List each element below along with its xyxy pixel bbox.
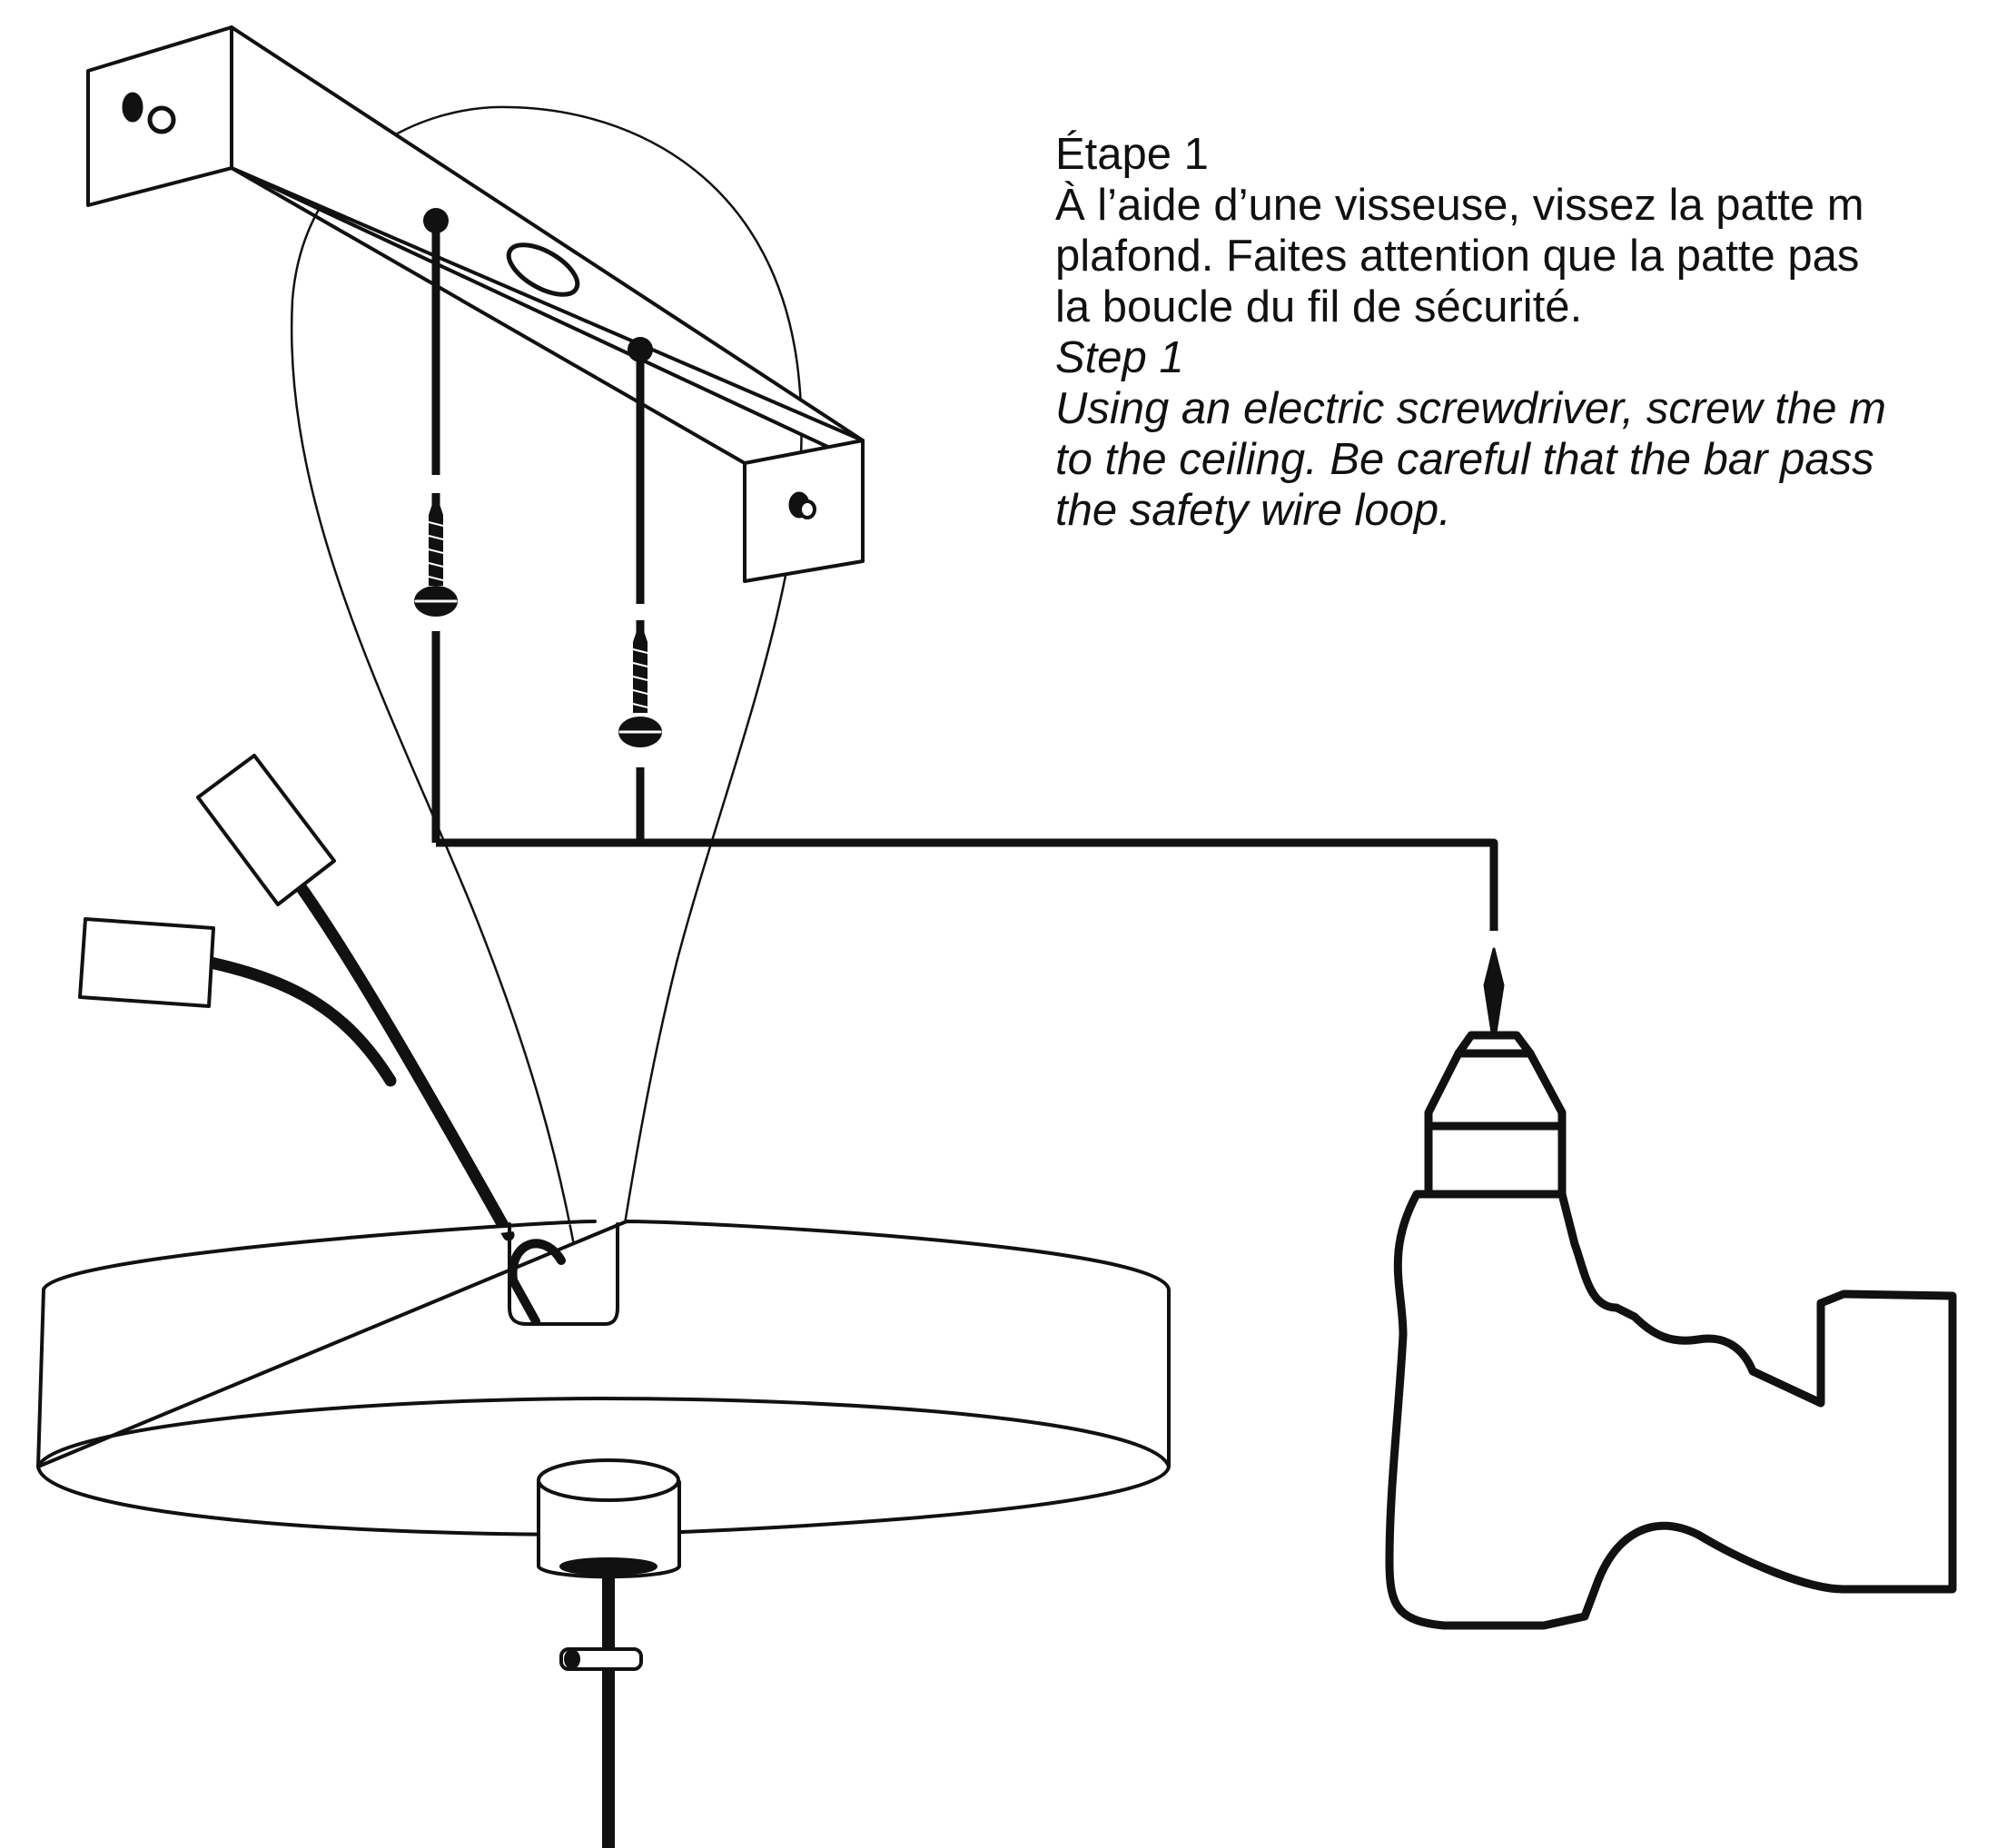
step-text-fr-line-3: la boucle du fil de sécurité. [1055, 282, 1583, 331]
cable-clamp-icon [537, 1458, 681, 1848]
step-text-en-line-2: to the ceiling. Be careful that the bar … [1055, 435, 1874, 484]
wire-connector-icon [78, 754, 515, 1241]
electric-screwdriver-icon [1385, 947, 1957, 1630]
ceiling-screw-icon [414, 493, 662, 747]
step-text-en-line-1: Using an electric screwdriver, screw the… [1055, 384, 1886, 433]
canopy-icon [36, 1220, 1171, 1537]
step-heading-en: Step 1 [1055, 333, 1184, 382]
step-heading-fr: Étape 1 [1055, 130, 1209, 179]
mounting-bar-icon [86, 25, 865, 583]
step-text-en-line-3: the safety wire loop. [1055, 486, 1451, 535]
step-text-fr-line-2: plafond. Faites attention que la patte p… [1055, 232, 1860, 281]
instructions-panel: Étape 1 À l’aide d’une visseuse, vissez … [1055, 129, 1997, 536]
safety-wire-loop-icon [290, 105, 803, 1317]
step-text-fr-line-1: À l’aide d’une visseuse, vissez la patte… [1055, 181, 1864, 230]
